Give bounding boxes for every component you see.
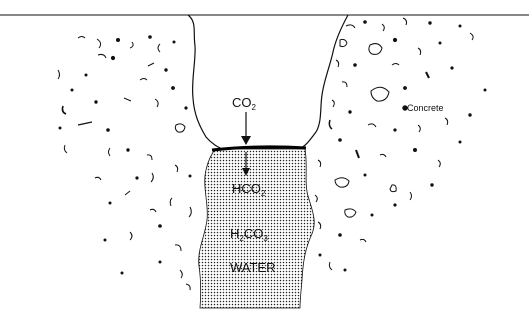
aggregate-right xyxy=(315,18,486,271)
aggregate-left xyxy=(58,36,191,290)
concrete-label: Concrete xyxy=(407,103,444,113)
hco2-label: HCO2 xyxy=(232,181,266,198)
crack-outline xyxy=(188,15,348,149)
water-label: WATER xyxy=(230,260,276,275)
h2co3-label: H2CO3 xyxy=(230,226,268,243)
co2-label: CO2 xyxy=(232,95,257,112)
co2-arrow-head xyxy=(241,136,251,145)
